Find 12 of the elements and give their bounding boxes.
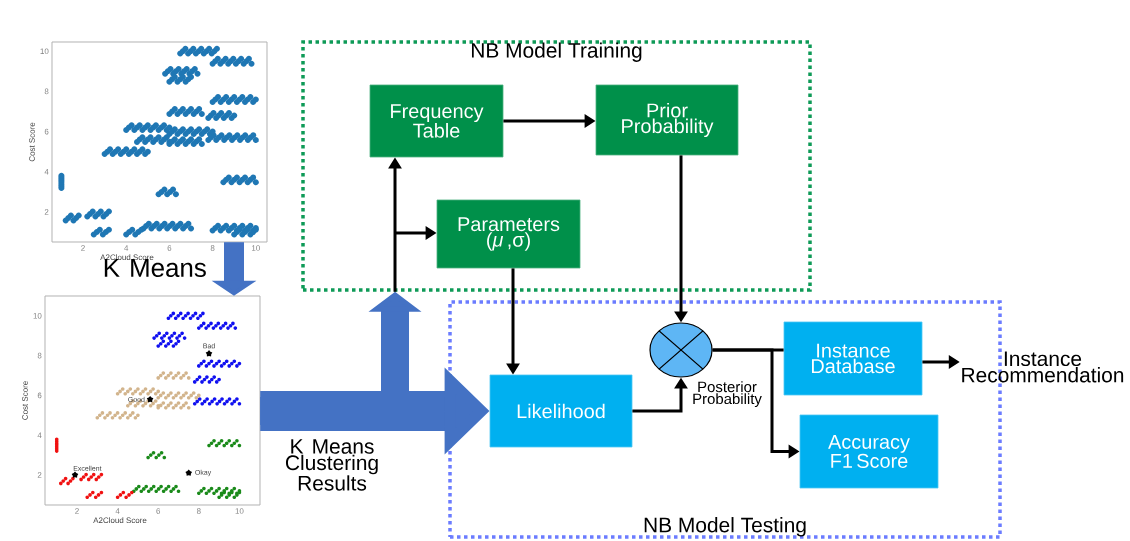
- edge-label: K Means Clustering Results: [286, 439, 378, 491]
- scatter-plot-drawing: [51, 41, 268, 243]
- process-box: Accuracy F1 Score: [799, 414, 939, 489]
- output-text: Instance Recommendation: [962, 351, 1124, 383]
- process-box: Likelihood: [489, 374, 633, 448]
- scatter-plot-drawing: [44, 295, 261, 506]
- process-box: Instance Database: [783, 321, 923, 396]
- node-caption: Posterior Probability: [693, 381, 762, 408]
- multiply-symbol: [649, 322, 713, 378]
- process-box: Parameters (μ ,σ): [436, 199, 581, 269]
- process-box: Prior Probability: [595, 84, 739, 156]
- process-box: Frequency Table: [369, 84, 504, 158]
